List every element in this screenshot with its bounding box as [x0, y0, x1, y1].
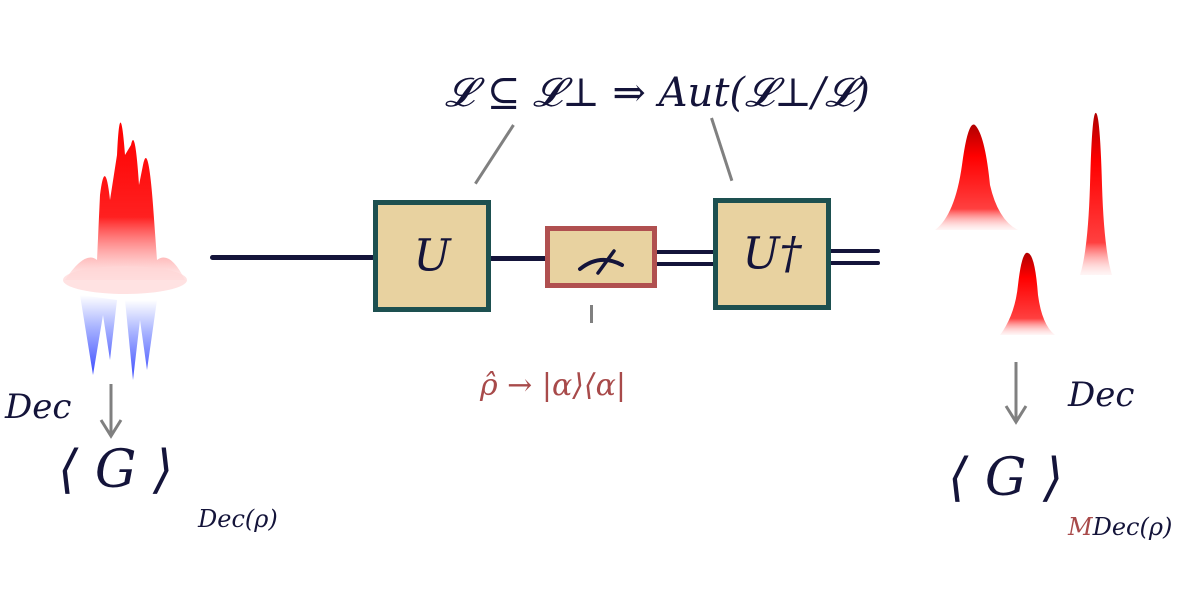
classical-wire-1b [655, 262, 715, 266]
measurement-gate [545, 226, 657, 288]
left-decoder-arrow-icon [99, 384, 123, 439]
pointer-to-u [474, 124, 515, 185]
input-wire [210, 255, 375, 260]
right-subscript-text: Dec(ρ) [1092, 513, 1173, 541]
right-decoder-label: Dec [1068, 375, 1135, 415]
left-decoder-label: Dec [5, 387, 72, 427]
unitary-gate: U [373, 200, 491, 312]
unitary-dagger-gate: U† [713, 198, 831, 310]
left-expectation-subscript: Dec(ρ) [198, 505, 278, 533]
measurement-prefix: M [1068, 513, 1093, 541]
pointer-to-measurement [590, 305, 593, 323]
measurement-rule: ρ̂ → |α⟩⟨α| [480, 368, 626, 403]
unitary-label: U [413, 230, 451, 282]
wigner-function-plot-left [63, 122, 187, 380]
quantum-wire-mid [488, 256, 548, 261]
gaussian-peaks-plot-right [935, 112, 1112, 335]
classical-wire-2b [828, 261, 880, 265]
pointer-to-u-dagger [710, 117, 734, 182]
meter-icon [578, 249, 624, 275]
left-expectation-value: ⟨ G ⟩ [58, 440, 174, 500]
right-expectation-subscript: MDec(ρ) [1068, 513, 1172, 541]
classical-wire-2a [828, 249, 880, 253]
classical-wire-1a [655, 250, 715, 254]
unitary-dagger-label: U† [742, 228, 802, 280]
top-formula: 𝓛 ⊆ 𝓛⊥ ⇒ Aut(𝓛⊥/𝓛) [445, 70, 870, 116]
right-decoder-arrow-icon [1004, 362, 1028, 425]
right-expectation-value: ⟨ G ⟩ [948, 448, 1064, 508]
